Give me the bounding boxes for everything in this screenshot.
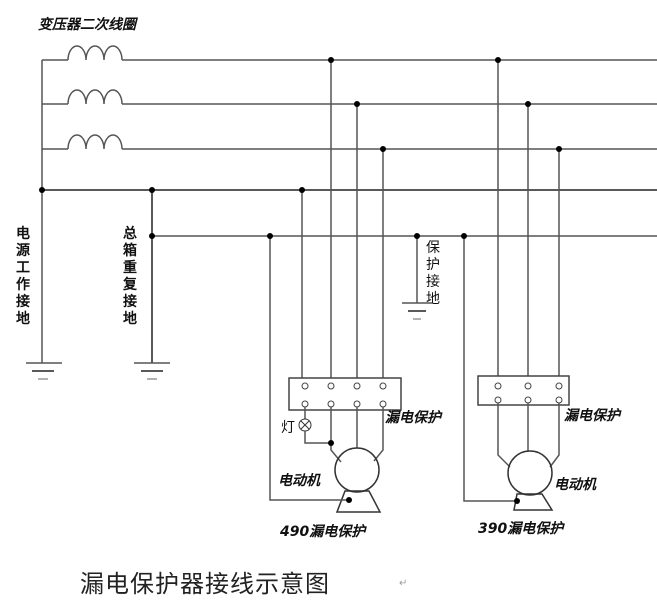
figure-caption: 漏电保护器接线示意图 [80,570,330,598]
lamp-icon [298,418,312,432]
ground-symbol-protect [402,302,432,320]
box-ground-label: 总箱重复接地 [123,226,137,327]
lamp-label: 灯 [281,420,295,436]
motor-right-icon [507,450,553,496]
transformer-label: 变压器二次线圈 [38,17,136,33]
ground-symbol-source [26,362,62,380]
source-ground-label: 电源工作接地 [16,226,30,327]
coil-3 [67,134,123,150]
leak-protector-box-left [288,377,402,411]
motor-left-icon [334,447,380,493]
ground-symbol-box [134,362,170,380]
model-left-label: 490漏电保护 [280,524,366,540]
coil-1 [67,45,123,61]
motor-right-label: 电动机 [554,477,596,493]
junction-dots [39,57,562,504]
motor-right-base [513,493,554,511]
phase-line-3 [42,134,657,150]
motor-left-base [335,490,382,513]
phase-line-1 [42,45,657,61]
leak-protect-right-label: 漏电保护 [564,408,620,424]
phase-line-2 [42,89,657,105]
protect-ground-label: 保护接地 [426,240,440,307]
paragraph-mark-icon: ↵ [399,578,408,589]
model-right-label: 390漏电保护 [478,521,564,537]
leak-protect-left-label: 漏电保护 [385,410,441,426]
leak-protector-box-right [477,375,570,406]
motor-left-label: 电动机 [278,473,320,489]
coil-2 [67,89,123,105]
